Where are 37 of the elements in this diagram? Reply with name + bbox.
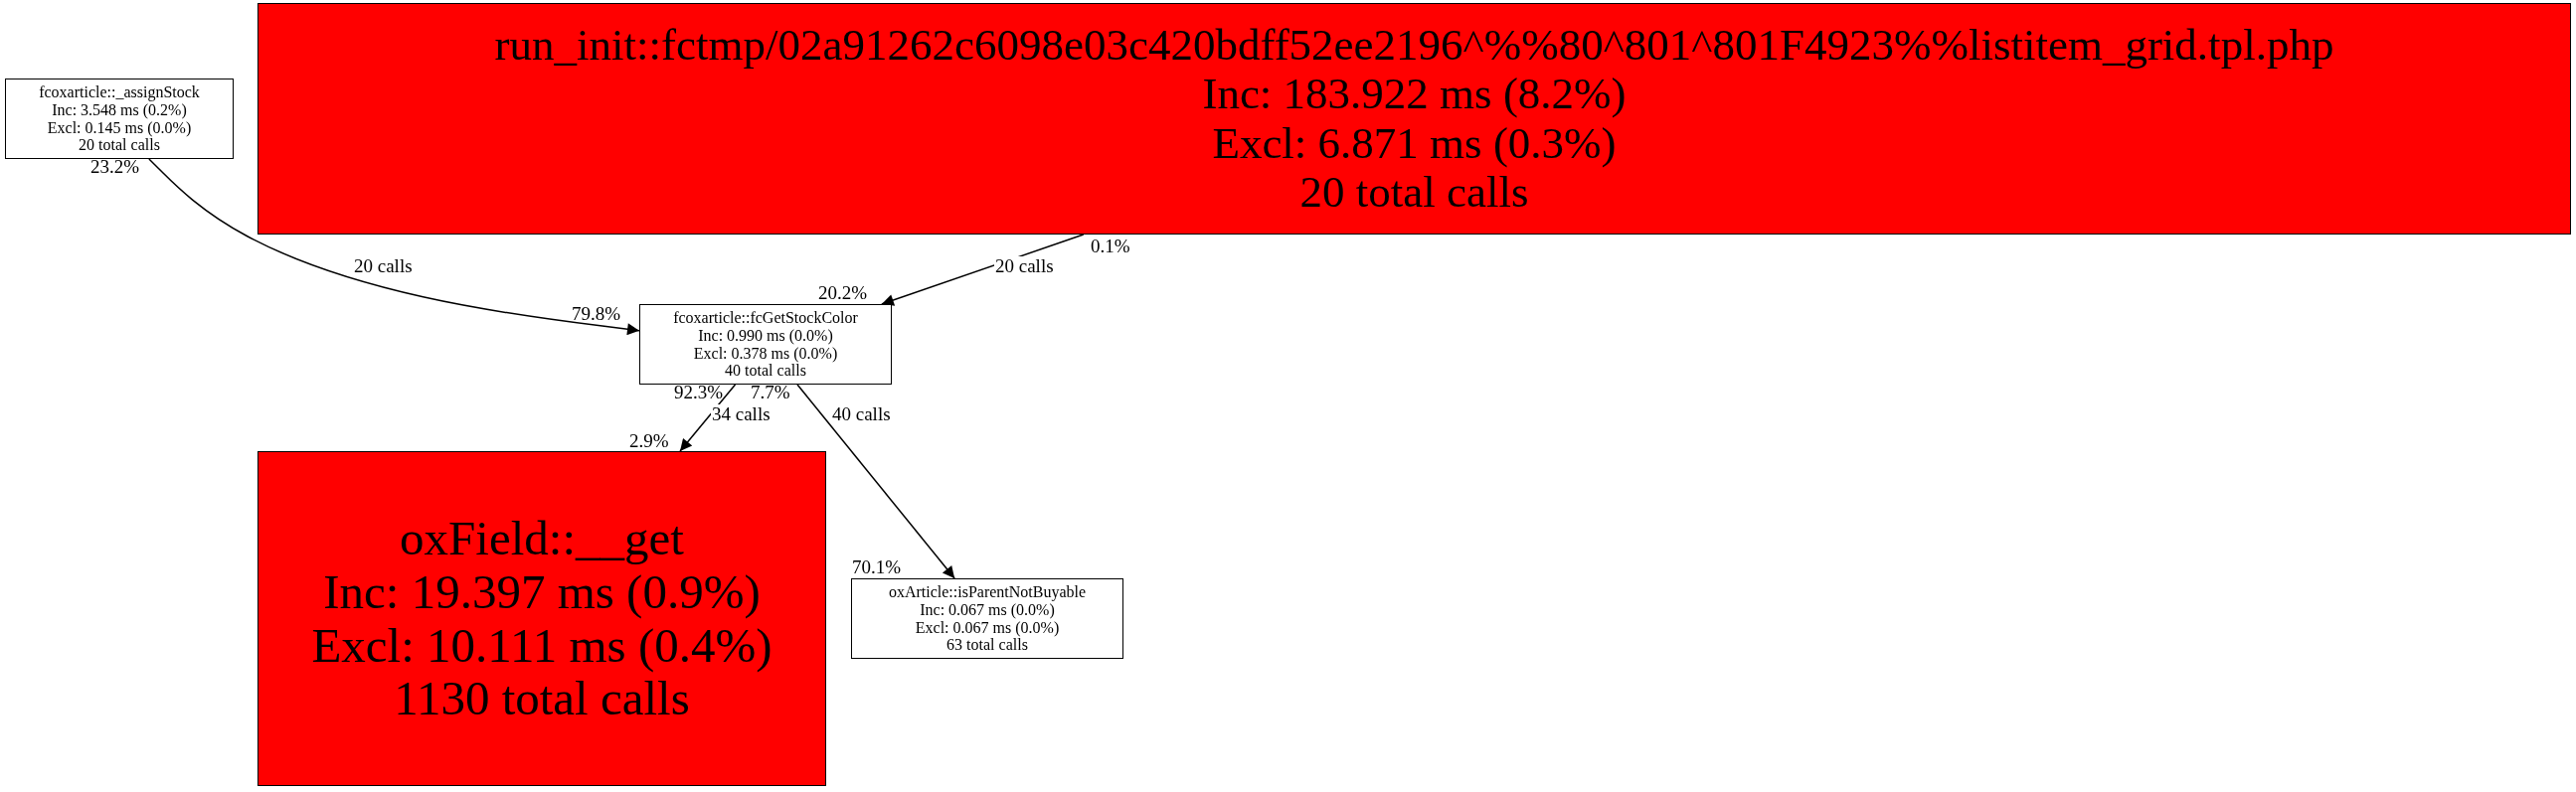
- function-stat: Inc: 19.397 ms (0.9%): [323, 564, 761, 619]
- function-node: [5, 79, 234, 159]
- percentage-label: 23.2%: [89, 157, 141, 178]
- function-name: oxField::__get: [400, 511, 684, 565]
- arrow: [679, 384, 737, 452]
- function-stat: 40 total calls: [725, 362, 806, 380]
- function-stat: Inc: 3.548 ms (0.2%): [52, 100, 187, 119]
- function-name: fcoxarticle::fcGetStockColor: [673, 309, 858, 327]
- function-stat: 1130 total calls: [394, 672, 690, 726]
- function-stat: 20 total calls: [79, 136, 160, 154]
- function-stat: Excl: 0.067 ms (0.0%): [915, 618, 1060, 637]
- percentage-label: 7.7%: [750, 383, 791, 403]
- function-stat: Inc: 0.067 ms (0.0%): [920, 600, 1055, 619]
- function-stat: Excl: 10.111 ms (0.4%): [311, 618, 773, 673]
- function-name: run_init::fctmp/02a91262c6098e03c420bdff52ee2196^%%80^801^801F4923%%listitem_grid.tpl.php: [494, 20, 2334, 70]
- arrow: [148, 158, 640, 336]
- function-stat: Excl: 0.145 ms (0.0%): [47, 118, 192, 137]
- percentage-label: 70.1%: [851, 557, 903, 578]
- arrow: [796, 384, 955, 579]
- function-node: [851, 578, 1123, 659]
- percentage-label: 79.8%: [571, 304, 622, 325]
- function-node: [639, 304, 892, 385]
- function-stat: 20 total calls: [1299, 168, 1529, 218]
- function-stat: 63 total calls: [946, 636, 1028, 654]
- function-stat: Inc: 0.990 ms (0.0%): [698, 326, 833, 345]
- percentage-label: 92.3%: [673, 383, 725, 403]
- function-name: fcoxarticle::_assignStock: [39, 83, 200, 101]
- percentage-label: 2.9%: [628, 431, 670, 452]
- function-stat: Excl: 0.378 ms (0.0%): [693, 344, 838, 363]
- function-stat: Inc: 183.922 ms (8.2%): [1202, 70, 1627, 119]
- function-name: oxArticle::isParentNotBuyable: [888, 583, 1087, 601]
- percentage-label: 20.2%: [817, 283, 869, 304]
- function-stat: Excl: 6.871 ms (0.3%): [1212, 118, 1617, 168]
- function-node-hot: [258, 3, 2571, 235]
- percentage-label: 0.1%: [1090, 237, 1131, 257]
- edge-label: 40 calls: [831, 404, 892, 425]
- function-node-hot: [258, 451, 826, 786]
